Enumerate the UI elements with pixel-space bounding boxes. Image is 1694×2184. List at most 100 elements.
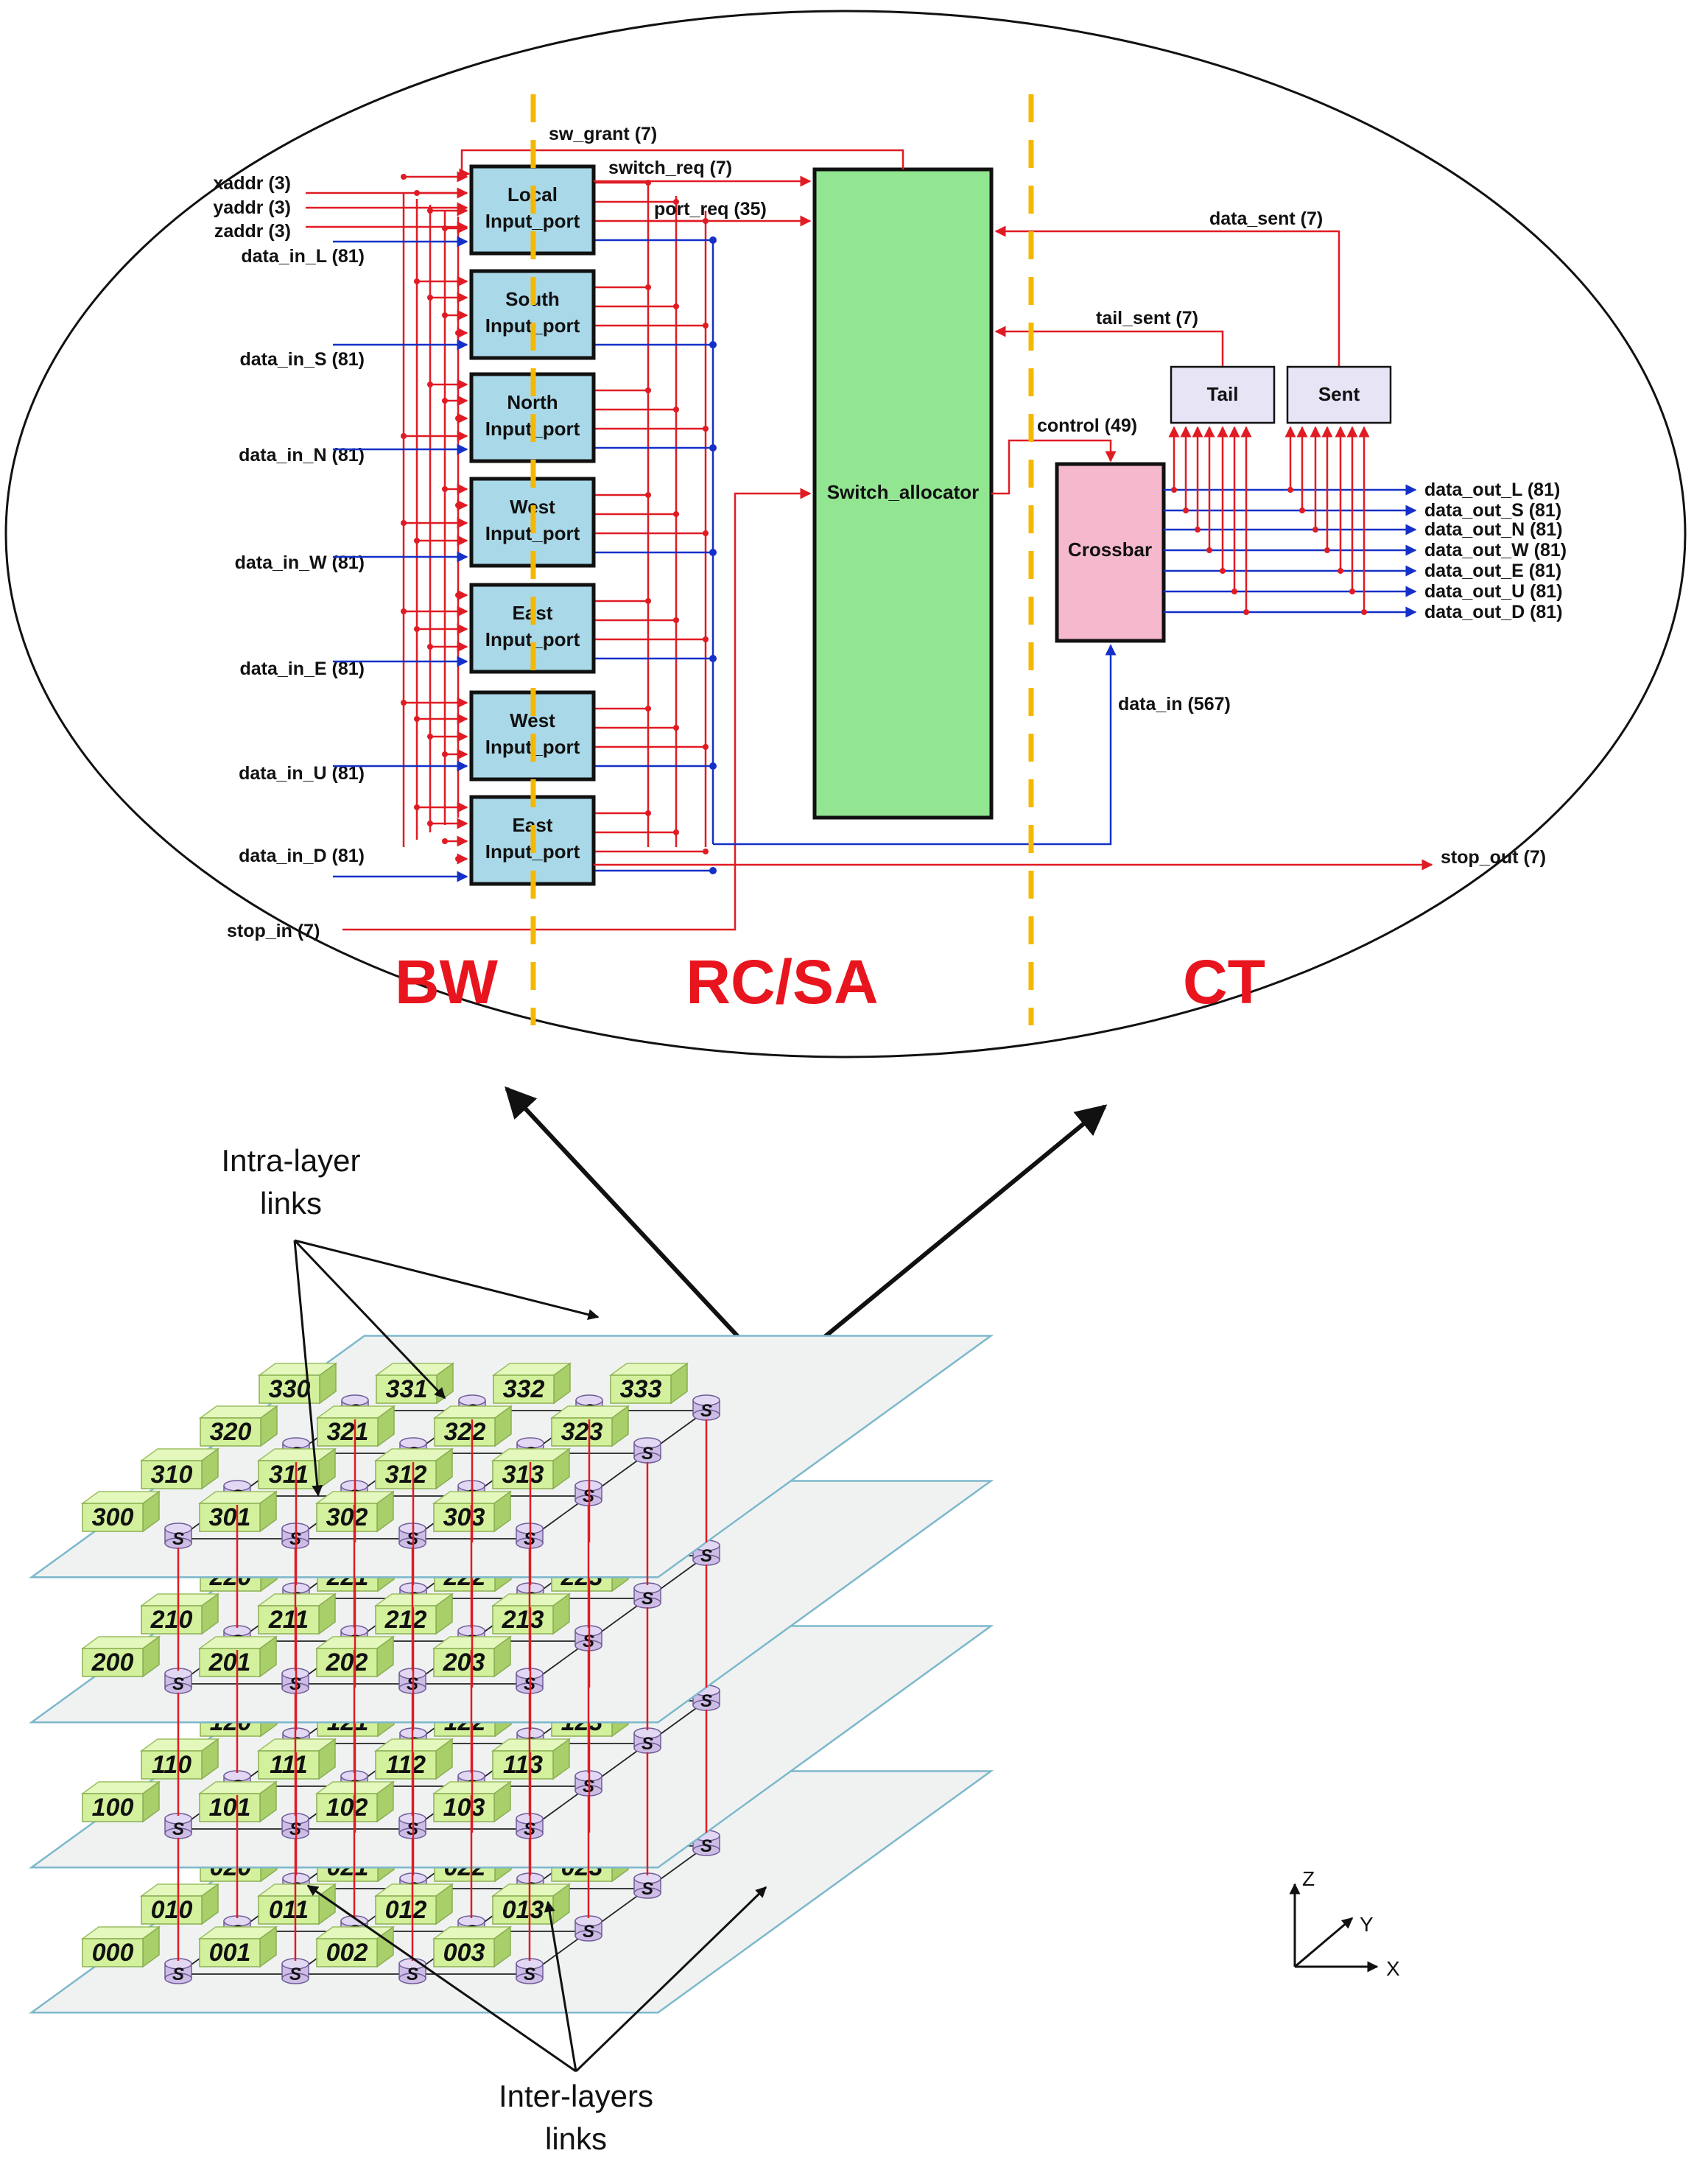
axis-y-line (1294, 1917, 1354, 1968)
port-2-out-dot-1 (673, 407, 679, 412)
data-input-label-0: data_in_L (81) (241, 246, 365, 267)
tail-sent-label: tail_sent (7) (1096, 308, 1198, 329)
port-1-feed-dot-2 (442, 312, 448, 318)
tail-sent-wire (994, 326, 1224, 367)
addr-input-label-2: zaddr (3) (214, 221, 291, 242)
axis-z-label: Z (1302, 1867, 1315, 1890)
sent-tap-dot-2 (1312, 527, 1318, 533)
node-303-label: 303 (443, 1503, 485, 1531)
node-321-label: 321 (327, 1418, 369, 1446)
zoom-arrow-left (505, 1086, 755, 1355)
inter-arrow-1 (306, 1884, 577, 2073)
control-wire (991, 439, 1117, 495)
axis-x-label: X (1386, 1957, 1400, 1980)
port-4-out-dot-2 (703, 636, 709, 642)
inter-layer-label-line2: links (545, 2121, 607, 2156)
node-003-label: 003 (443, 1939, 485, 1967)
switch-013-base (574, 1930, 602, 1942)
switch-023-base (633, 1887, 661, 1899)
port-3-out-dot-2 (703, 530, 709, 536)
node-012-label: 012 (385, 1896, 427, 1924)
port-2-feed-dot-0 (427, 382, 433, 387)
node-322-face (434, 1417, 496, 1447)
node-301-face (199, 1503, 261, 1532)
port-5-out-dot-0 (645, 706, 651, 712)
port-1-out-dot-0 (645, 284, 651, 290)
switch-332-top (575, 1394, 603, 1406)
node-310-face (141, 1460, 203, 1489)
node-311-face (258, 1460, 320, 1489)
layer-2-col-link-3 (529, 1555, 707, 1685)
node-321-face (317, 1417, 379, 1447)
sent-tap-dot-4 (1338, 568, 1343, 574)
node-102-face (316, 1793, 378, 1822)
data-input-label-1: data_in_S (81) (239, 349, 365, 370)
crossbar-label: Crossbar (1068, 538, 1152, 561)
node-112-label: 112 (386, 1751, 426, 1779)
sent-tap-dot-0 (1287, 487, 1293, 493)
data-sent-wire (994, 225, 1340, 367)
node-203: 203S (432, 1635, 544, 1694)
stop-in-wire (342, 488, 812, 931)
port-0-feed-dot-2 (427, 208, 433, 214)
node-203-label: 203 (443, 1648, 485, 1676)
sent-block (1286, 365, 1392, 424)
node-301-label: 301 (209, 1503, 251, 1531)
tail-tap-dot-1 (1183, 508, 1189, 513)
axis-y-label: Y (1360, 1913, 1374, 1936)
tail-tap-dot-0 (1171, 487, 1177, 493)
port-0-feed-dot-1 (414, 190, 420, 196)
port-6-feed-dot-1 (427, 821, 433, 826)
node-332-face (493, 1374, 555, 1404)
port-0-feed-dot-0 (401, 174, 407, 180)
node-320-label: 320 (210, 1418, 252, 1446)
switch-003-base (516, 1973, 544, 1984)
node-203-face (433, 1648, 495, 1677)
data-input-wires: data_in_L (81)data_in_S (81)data_in_N (8… (235, 236, 717, 882)
inter-layer-callout: Inter-layers links (306, 1884, 767, 2156)
layer-3-col-link-3 (529, 1410, 707, 1539)
switch-330-top (341, 1394, 369, 1406)
switch-allocator-label: Switch_allocator (827, 481, 980, 503)
node-213-label: 213 (502, 1606, 544, 1634)
crossbar-block (1055, 462, 1166, 643)
switch-323-label: S (642, 1444, 653, 1464)
sw-grant-wire (459, 149, 904, 180)
node-101-label: 101 (209, 1794, 251, 1822)
port-1-out-dot-1 (673, 303, 679, 309)
switch-001-label: S (289, 1964, 301, 1984)
sent-tap-dot-1 (1299, 508, 1305, 513)
node-001-label: 001 (209, 1939, 251, 1967)
node-302-face (316, 1503, 378, 1532)
node-100-label: 100 (92, 1794, 134, 1822)
node-101: 101S (197, 1780, 309, 1839)
port-4-feed-dot-0 (455, 592, 461, 598)
node-111: 111S (256, 1738, 368, 1797)
address-inputs: xaddr (3)yaddr (3)zaddr (3) (213, 173, 468, 242)
intra-layer-label-line1: Intra-layer (221, 1143, 360, 1178)
port-3-feed-dot-2 (401, 520, 407, 526)
port-6-feed-dot-3 (455, 856, 461, 862)
sent-label: Sent (1318, 383, 1360, 405)
data-in-bus-wire (713, 644, 1117, 846)
switch-033-base (692, 1844, 720, 1856)
port-3-out-dot-1 (673, 511, 679, 517)
node-331-label: 331 (386, 1375, 428, 1403)
node-010-face (141, 1895, 203, 1925)
node-300-face (82, 1503, 144, 1532)
port-3-out-dot-0 (645, 492, 651, 498)
node-102-label: 102 (326, 1794, 368, 1822)
zoom-arrows (505, 1086, 1108, 1355)
port-6-out-dot-2 (703, 849, 709, 854)
port-req-label: port_req (35) (654, 199, 767, 220)
port-1-feed-dot-0 (414, 278, 420, 284)
node-011-face (258, 1895, 320, 1925)
node-323-label: 323 (561, 1418, 603, 1446)
internal-red-wires (401, 171, 709, 865)
addr-input-label-0: xaddr (3) (213, 173, 291, 194)
switch-321-top (399, 1437, 427, 1449)
node-330-label: 330 (269, 1375, 311, 1403)
